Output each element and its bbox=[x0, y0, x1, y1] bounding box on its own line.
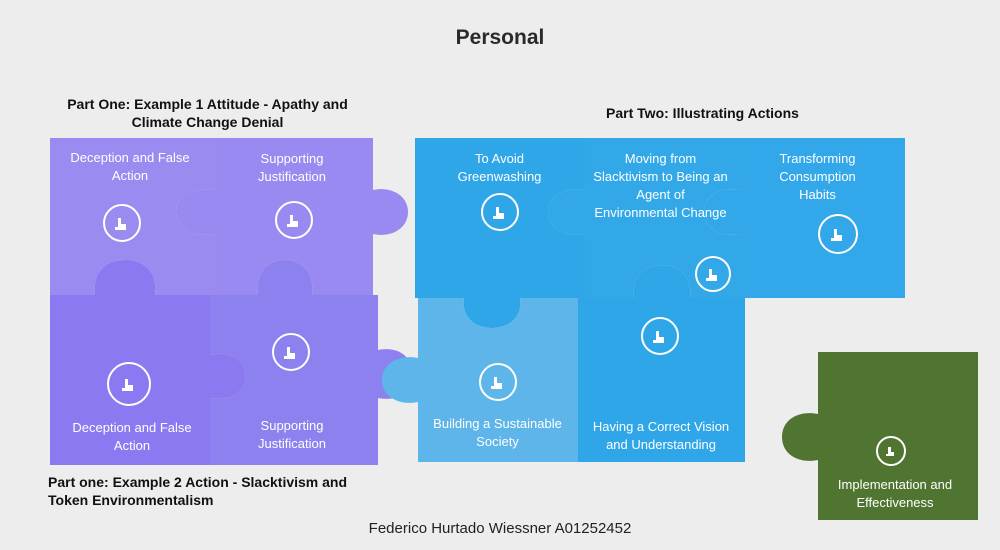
piece-label-justification-2: Supporting Justification bbox=[258, 418, 326, 451]
piece-label-justification-1: Supporting Justification bbox=[258, 151, 326, 184]
piece-label-vision: Having a Correct Vision and Understandin… bbox=[592, 419, 730, 452]
part-one-action-heading: Part one: Example 2 Action - Slacktivism… bbox=[48, 474, 348, 508]
puzzle-piece-implementation[interactable] bbox=[782, 352, 978, 520]
piece-label-implementation: Implementation and Effectiveness bbox=[837, 477, 953, 510]
piece-label-deception-2: Deception and False Action bbox=[72, 420, 192, 453]
pointer-hand-icon[interactable] bbox=[103, 204, 141, 242]
piece-label-deception-1: Deception and False Action bbox=[70, 150, 190, 183]
puzzle-piece-vision[interactable] bbox=[578, 265, 745, 462]
piece-label-slacktivism: Moving from Slacktivism to Being an Agen… bbox=[593, 151, 728, 220]
puzzle-piece-deception-1[interactable] bbox=[50, 138, 215, 295]
puzzle-piece-greenwashing[interactable] bbox=[415, 138, 585, 328]
puzzle-piece-deception-2[interactable] bbox=[50, 260, 246, 465]
pointer-hand-icon[interactable] bbox=[275, 201, 313, 239]
puzzle-piece-slacktivism[interactable] bbox=[548, 138, 740, 298]
piece-label-greenwashing: To Avoid Greenwashing bbox=[457, 151, 542, 184]
pointer-hand-icon[interactable] bbox=[695, 256, 731, 292]
pointer-hand-icon[interactable] bbox=[641, 317, 679, 355]
pointer-hand-icon[interactable] bbox=[876, 436, 906, 466]
puzzle-piece-justification-2[interactable] bbox=[210, 260, 412, 465]
pointer-hand-icon[interactable] bbox=[479, 363, 517, 401]
part-two-heading: Part Two: Illustrating Actions bbox=[606, 105, 799, 121]
piece-label-consumption: Transforming Consumption Habits bbox=[779, 151, 856, 202]
part-one-attitude-heading: Part One: Example 1 Attitude - Apathy an… bbox=[67, 96, 348, 130]
page-title: Personal bbox=[455, 26, 545, 49]
pointer-hand-icon[interactable] bbox=[107, 362, 151, 406]
pointer-hand-icon[interactable] bbox=[272, 333, 310, 371]
pointer-hand-icon[interactable] bbox=[818, 214, 858, 254]
puzzle-piece-consumption[interactable] bbox=[704, 138, 905, 298]
pointer-hand-icon[interactable] bbox=[481, 193, 519, 231]
piece-label-society: Building a Sustainable Society bbox=[433, 416, 562, 449]
author-credit: Federico Hurtado Wiessner A01252452 bbox=[368, 520, 632, 537]
